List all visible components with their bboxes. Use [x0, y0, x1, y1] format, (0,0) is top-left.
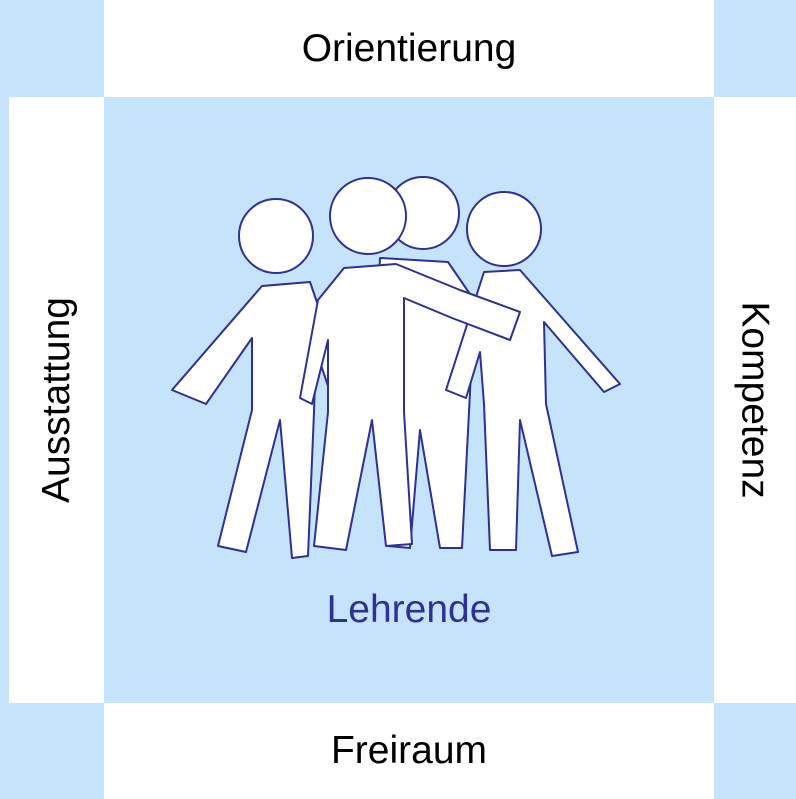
left-bar: Ausstattung — [9, 97, 104, 703]
label-lehrende: Lehrende — [326, 588, 492, 631]
person-left-icon — [171, 198, 353, 559]
top-bar: Orientierung — [104, 0, 714, 97]
bottom-bar: Freiraum — [104, 703, 714, 799]
person-right-icon — [445, 191, 621, 557]
person-center-icon — [299, 177, 521, 551]
label-orientierung: Orientierung — [301, 26, 517, 70]
label-freiraum: Freiraum — [330, 729, 488, 772]
right-bar: Kompetenz — [714, 97, 796, 703]
